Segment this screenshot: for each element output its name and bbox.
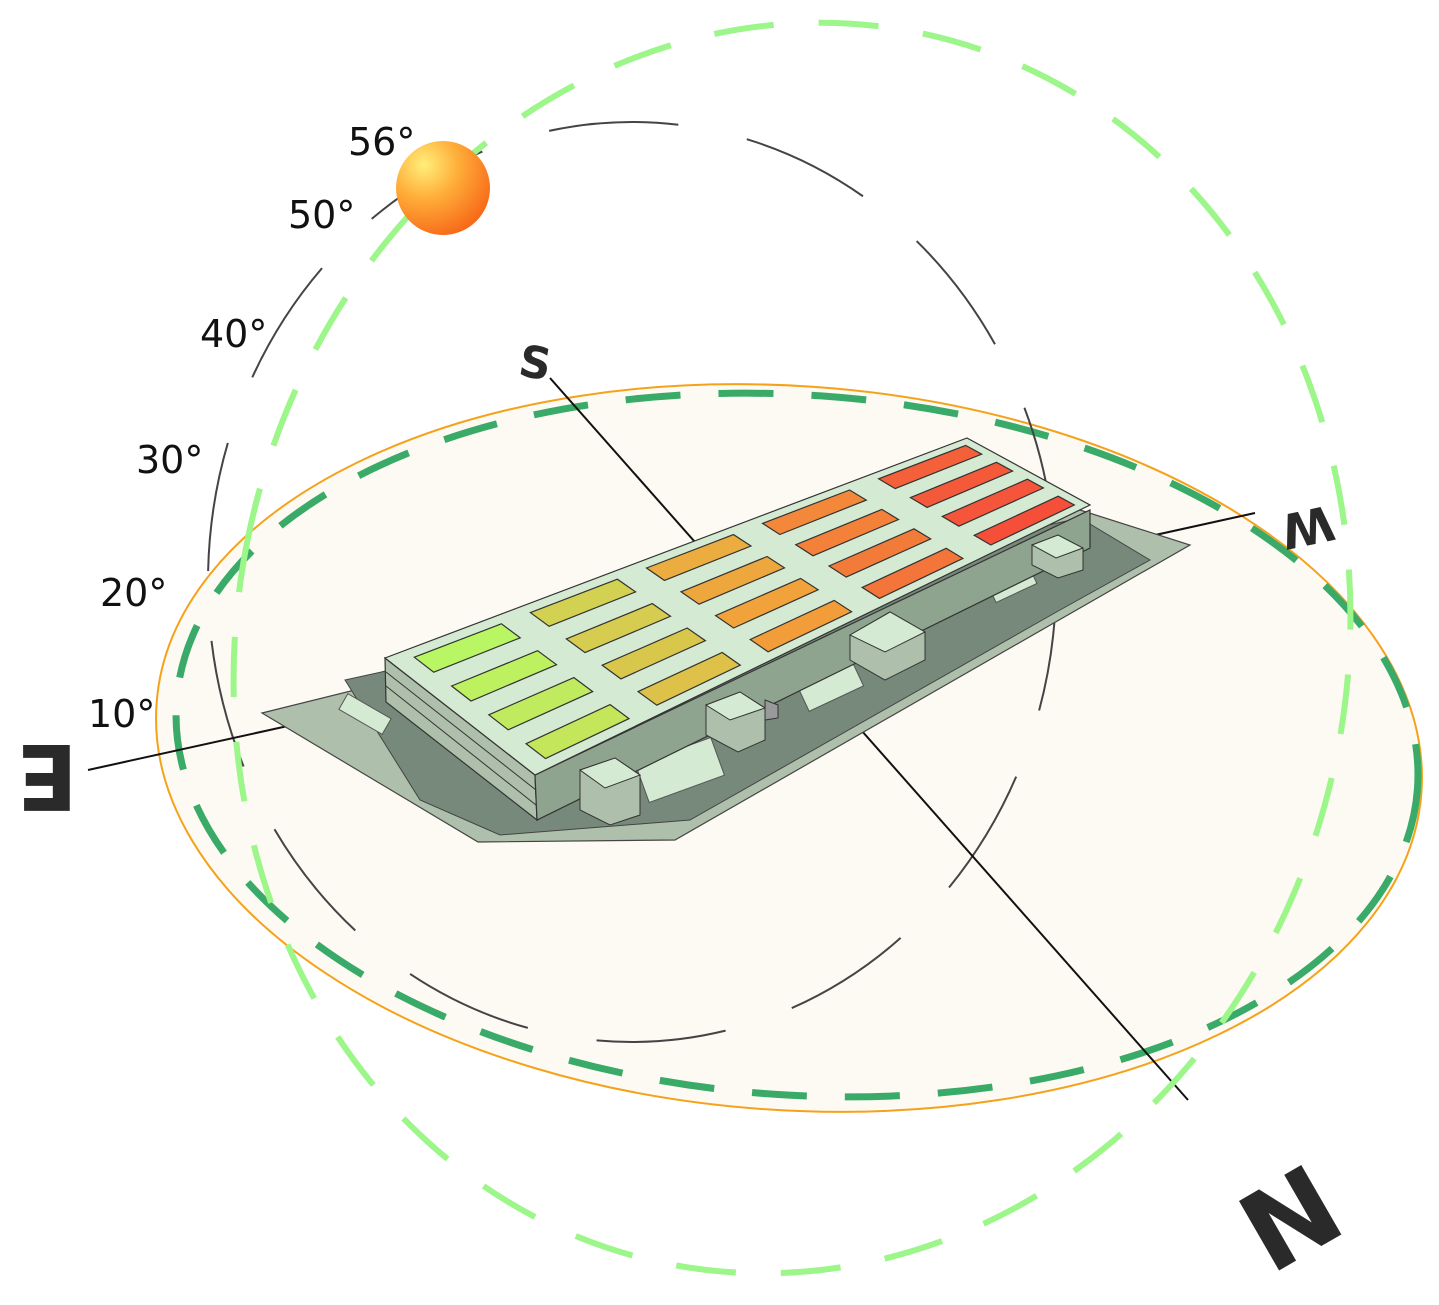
annex-block bbox=[578, 757, 642, 826]
solar-roof-panel bbox=[940, 478, 1045, 527]
solar-roof-panel bbox=[909, 461, 1014, 509]
building-front bbox=[534, 509, 1091, 821]
sun-altitude-label: 56° bbox=[348, 120, 415, 164]
direction-west: W bbox=[1276, 493, 1339, 559]
solar-roof-panel bbox=[636, 651, 742, 706]
sun bbox=[396, 141, 490, 235]
solar-roof-panel bbox=[877, 444, 984, 490]
direction-north: N bbox=[1217, 1137, 1361, 1294]
altitude-label-20: 20° bbox=[100, 571, 167, 615]
solar-roof-panel bbox=[827, 528, 932, 578]
parking-area bbox=[338, 693, 392, 735]
site-model bbox=[260, 437, 1192, 843]
solar-roof-panel bbox=[529, 578, 637, 627]
altitude-label-30: 30° bbox=[136, 438, 203, 482]
solar-roof-panel bbox=[565, 602, 672, 654]
solar-roof-panel bbox=[860, 547, 965, 600]
solar-roof-panel bbox=[645, 533, 753, 582]
solar-roof-panel bbox=[524, 703, 631, 760]
altitude-label-40: 40° bbox=[200, 312, 267, 356]
floor-line bbox=[385, 685, 537, 806]
solar-roof-panel bbox=[413, 623, 522, 673]
sun-path bbox=[230, 19, 1354, 1277]
solar-roof-panel bbox=[972, 495, 1076, 546]
altitude-label-10: 10° bbox=[88, 692, 155, 736]
roof-panels bbox=[413, 444, 1076, 760]
annex-block bbox=[1030, 534, 1085, 579]
floor-line bbox=[385, 671, 537, 791]
solar-roof-panel bbox=[601, 627, 707, 680]
solar-roof-panel bbox=[487, 676, 594, 731]
horizon-dashed-ring bbox=[172, 389, 1422, 1101]
annex-block bbox=[848, 611, 927, 681]
annex-block bbox=[704, 691, 779, 753]
solar-roof-panel bbox=[679, 555, 786, 605]
solar-roof-panel bbox=[761, 489, 868, 536]
solar-roof-panel bbox=[450, 650, 558, 702]
direction-east: E bbox=[17, 723, 78, 828]
altitude-label-50: 50° bbox=[288, 193, 355, 237]
solar-roof-panel bbox=[714, 577, 820, 629]
south-north-axis bbox=[549, 377, 1189, 1101]
solar-roof-panel bbox=[794, 508, 900, 557]
solar-roof-panel bbox=[748, 599, 853, 653]
direction-south: S bbox=[515, 336, 555, 392]
